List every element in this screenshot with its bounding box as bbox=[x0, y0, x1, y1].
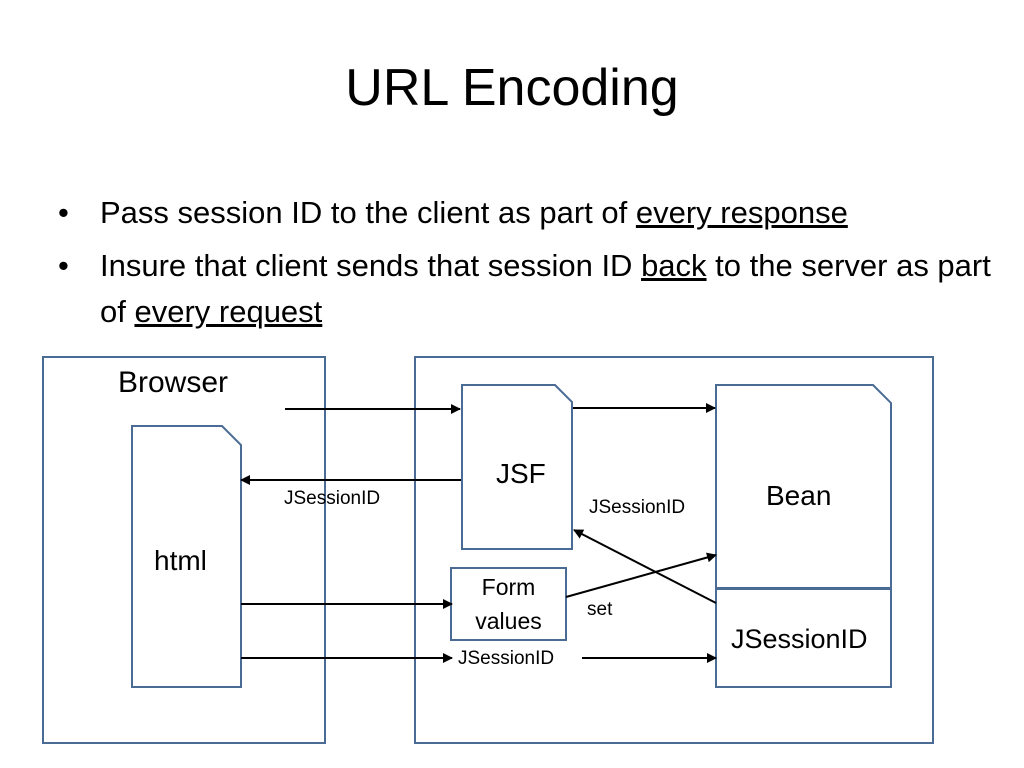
form-values-box bbox=[450, 567, 567, 641]
jsf-label: JSF bbox=[496, 458, 546, 489]
jsf-session-label: JSessionID bbox=[589, 497, 686, 518]
bean-session-box bbox=[715, 588, 892, 688]
form-values-line2: values bbox=[475, 608, 542, 634]
bullet-item: • Insure that client sends that session … bbox=[58, 243, 998, 336]
jsf-document-shape bbox=[461, 384, 573, 550]
bean-session-label: JSessionID bbox=[731, 624, 868, 654]
emphasis-text: back bbox=[641, 247, 707, 283]
html-document-shape bbox=[131, 425, 242, 688]
slide-title: URL Encoding bbox=[345, 59, 679, 117]
bullet-list: • Pass session ID to the client as part … bbox=[58, 190, 998, 342]
request-session-label: JSessionID bbox=[458, 648, 555, 669]
bullet-dot: • bbox=[58, 247, 69, 283]
response-session-label: JSessionID bbox=[284, 488, 381, 509]
html-label: html bbox=[154, 545, 207, 576]
bullet-text-segment: to the server as part of bbox=[100, 247, 991, 330]
bullet-text-segment: Insure that client sends that session ID bbox=[100, 247, 642, 283]
form-values-line1: Form bbox=[481, 574, 536, 600]
emphasis-text: every request bbox=[134, 294, 323, 329]
emphasis-text: every response bbox=[635, 195, 848, 230]
arrow-session-to-jsf bbox=[573, 529, 717, 604]
bullet-dot: • bbox=[58, 195, 69, 230]
bullet-item: • Pass session ID to the client as part … bbox=[58, 190, 998, 237]
set-label: set bbox=[587, 599, 613, 620]
bean-label: Bean bbox=[766, 480, 832, 511]
bullet-text-segment: Pass session ID to the client as part of bbox=[100, 195, 636, 230]
arrow-form-values-to-bean bbox=[565, 552, 717, 598]
bullet-text: Pass session ID to the client as part of… bbox=[100, 190, 848, 237]
bullet-text: Insure that client sends that session ID… bbox=[100, 243, 998, 336]
browser-label: Browser bbox=[118, 366, 229, 399]
